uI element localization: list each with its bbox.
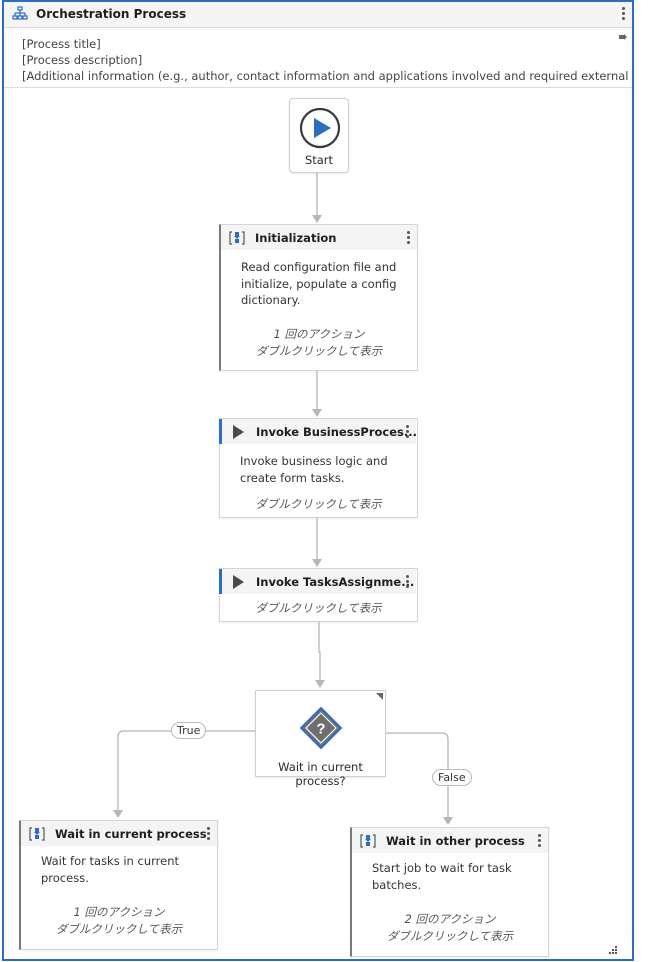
- invoke-business-process-header: Invoke BusinessProces...: [219, 419, 417, 444]
- double-click-hint: ダブルクリックして表示: [386, 929, 514, 943]
- double-click-hint: ダブルクリックして表示: [255, 601, 382, 615]
- sequence-icon: [229, 231, 245, 245]
- sequence-icon: [29, 827, 45, 841]
- decision-expand-icon[interactable]: [376, 693, 383, 700]
- double-click-hint: ダブルクリックして表示: [55, 922, 183, 936]
- invoke-tasks-assignment-activity[interactable]: Invoke TasksAssignme... ダブルクリックして表示: [219, 568, 418, 622]
- description-line: Wait for tasks in current: [41, 854, 179, 868]
- svg-text:?: ?: [316, 721, 325, 738]
- action-count: 1 回のアクション: [273, 327, 365, 341]
- process-annotation[interactable]: [Process title] [Process description] [A…: [22, 36, 634, 84]
- invoke-icon: [233, 425, 244, 439]
- activity-menu-icon[interactable]: [405, 229, 411, 247]
- decision-label: Wait in current process?: [278, 760, 363, 788]
- false-branch-label[interactable]: False: [432, 769, 472, 786]
- annotation-title-line: [Process title]: [22, 37, 101, 51]
- true-branch-label[interactable]: True: [171, 722, 207, 739]
- invoke-icon: [233, 575, 244, 589]
- description-line: Invoke business logic and: [240, 454, 388, 468]
- resize-grip-icon[interactable]: [608, 945, 618, 955]
- flowchart-icon: [12, 6, 28, 20]
- activity-menu-icon[interactable]: [205, 825, 211, 843]
- description-line: process.: [41, 870, 89, 885]
- wait-current-process-title: Wait in current process: [55, 827, 207, 841]
- annotation-divider: [4, 87, 632, 88]
- connector-layer: [113, 173, 453, 825]
- invoke-business-process-activity[interactable]: Invoke BusinessProces... Invoke business…: [219, 418, 418, 518]
- invoke-tasks-assignment-title: Invoke TasksAssignme...: [256, 575, 415, 589]
- connector-false-branch: [386, 732, 449, 817]
- connector-true-branch: [117, 730, 255, 810]
- arrowhead-invoke2: [312, 559, 322, 567]
- description-line: dictionary.: [241, 293, 301, 307]
- invoke-tasks-assignment-hint: ダブルクリックして表示: [220, 600, 417, 617]
- invoke-tasks-assignment-header: Invoke TasksAssignme...: [219, 569, 416, 594]
- wait-other-process-activity[interactable]: Wait in other process Start job to wait …: [350, 827, 549, 957]
- sequence-icon: [360, 834, 376, 848]
- activity-menu-icon[interactable]: [536, 832, 542, 850]
- description-line: create form tasks.: [240, 470, 345, 485]
- action-count: 2 回のアクション: [404, 912, 496, 926]
- start-label: Start: [304, 153, 334, 167]
- initialization-description: Read configuration file and initialize, …: [241, 259, 397, 309]
- initialization-hint: 1 回のアクション ダブルクリックして表示: [221, 326, 417, 360]
- designer-title: Orchestration Process: [36, 7, 187, 21]
- collapse-annotation-icon[interactable]: [618, 32, 628, 42]
- wait-current-process-activity[interactable]: Wait in current process Wait for tasks i…: [19, 820, 218, 950]
- double-click-hint: ダブルクリックして表示: [255, 344, 383, 358]
- decision-node[interactable]: ? Wait in current process?: [255, 690, 386, 788]
- initialization-title: Initialization: [255, 231, 337, 245]
- workflow-designer: Orchestration Process [Process title] [P…: [2, 0, 634, 961]
- arrowhead-decision: [315, 680, 325, 688]
- start-node[interactable]: Start: [289, 98, 349, 173]
- annotation-description-line: [Process description]: [22, 53, 143, 67]
- more-options-icon[interactable]: [620, 5, 626, 23]
- arrowhead-init: [312, 215, 322, 223]
- wait-current-process-header: Wait in current process: [21, 821, 217, 846]
- designer-header: Orchestration Process: [4, 2, 632, 28]
- description-line: batches.: [372, 877, 422, 892]
- wait-other-process-title: Wait in other process: [386, 834, 525, 848]
- arrowhead-invoke1: [312, 409, 322, 417]
- wait-current-process-hint: 1 回のアクション ダブルクリックして表示: [21, 904, 217, 938]
- double-click-hint: ダブルクリックして表示: [255, 497, 382, 511]
- description-line: Read configuration file and: [241, 260, 397, 274]
- connector-invoke2-decision: [318, 622, 321, 680]
- decision-icon: ?: [300, 707, 342, 749]
- description-line: initialize, populate a config: [241, 276, 397, 291]
- description-line: Start job to wait for task: [372, 861, 512, 875]
- arrowhead-wait-current: [113, 810, 123, 818]
- action-count: 1 回のアクション: [73, 905, 165, 919]
- wait-other-process-header: Wait in other process: [352, 828, 548, 853]
- arrowhead-wait-other: [443, 817, 453, 825]
- invoke-business-process-title: Invoke BusinessProces...: [256, 425, 417, 439]
- initialization-activity[interactable]: Initialization Read configuration file a…: [219, 224, 418, 371]
- activity-menu-icon[interactable]: [404, 573, 410, 591]
- wait-other-process-hint: 2 回のアクション ダブルクリックして表示: [352, 911, 548, 945]
- wait-other-process-description: Start job to wait for task batches.: [372, 860, 512, 893]
- invoke-business-process-hint: ダブルクリックして表示: [220, 496, 417, 513]
- invoke-business-process-description: Invoke business logic and create form ta…: [240, 453, 388, 486]
- wait-current-process-description: Wait for tasks in current process.: [41, 853, 179, 886]
- play-icon: [299, 107, 341, 149]
- annotation-info-line: [Additional information (e.g., author, c…: [22, 69, 634, 83]
- initialization-header: Initialization: [221, 225, 417, 250]
- activity-menu-icon[interactable]: [404, 423, 410, 441]
